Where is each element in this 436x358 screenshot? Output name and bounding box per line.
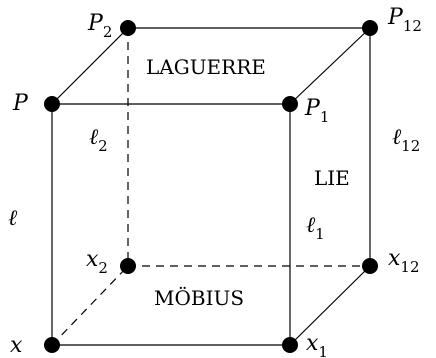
label-P: P <box>12 91 29 116</box>
label-P2: P2 <box>87 11 112 41</box>
face-label-right: LIE <box>314 166 350 190</box>
vertex-x1 <box>282 337 298 353</box>
vertex-P2 <box>120 20 136 36</box>
vertex-P1 <box>282 96 298 112</box>
label-P1: P1 <box>304 96 329 126</box>
face-label-top: LAGUERRE <box>146 55 266 79</box>
edge-x1-x12 <box>289 265 371 346</box>
vertex-P12 <box>362 20 378 36</box>
label-edge-l: ℓ <box>8 206 18 231</box>
vertex-x12 <box>362 258 378 274</box>
edge-x-x2 <box>51 265 129 346</box>
vertex-x2 <box>120 258 136 274</box>
face-label-bottom: MÖBIUS <box>154 285 244 310</box>
label-x1: x1 <box>306 331 328 358</box>
label-x: x <box>10 333 23 358</box>
label-edge-l12: ℓ12 <box>392 125 420 155</box>
vertex-P <box>44 96 60 112</box>
label-x12: x12 <box>388 246 420 276</box>
label-edge-l2: ℓ2 <box>89 125 108 155</box>
edge-P-P2 <box>51 27 129 105</box>
edge-P1-P12 <box>289 27 371 105</box>
label-P12: P12 <box>387 5 422 35</box>
label-edge-l1: ℓ1 <box>306 213 325 243</box>
label-x2: x2 <box>86 247 108 277</box>
vertex-x <box>44 337 60 353</box>
